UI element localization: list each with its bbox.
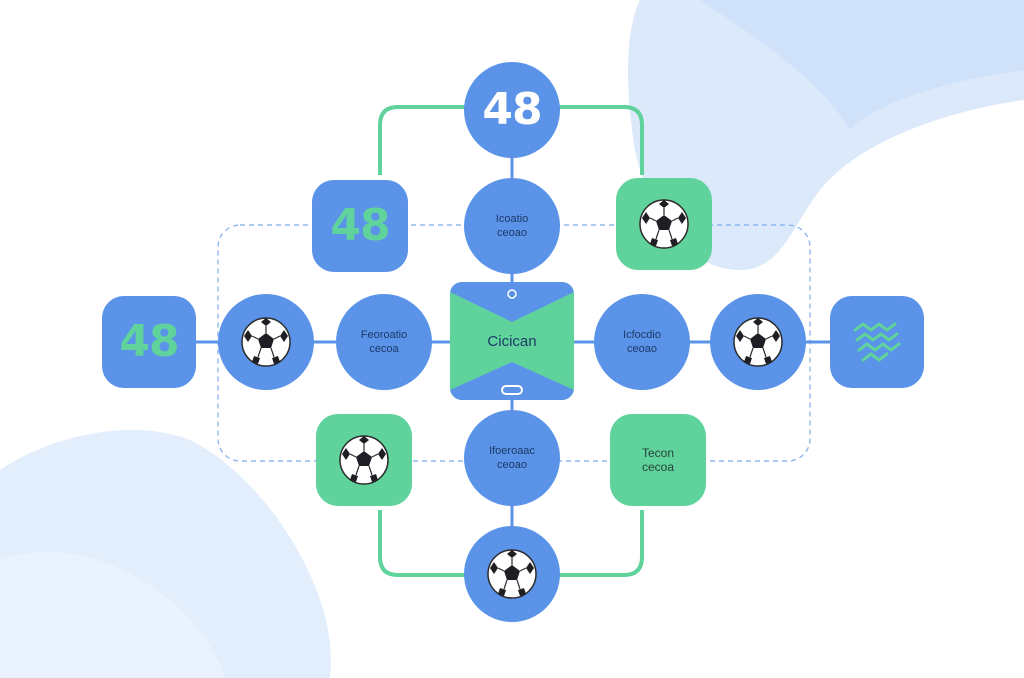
lower-left-ball-node [316, 414, 412, 506]
lower-right-label-node: Tecon cecoa [610, 414, 706, 506]
lower-right-label-line1: Tecon [641, 446, 675, 460]
center-box-node: Cicican [450, 282, 574, 400]
right-inner-label-node: Icfocdio ceoao [594, 294, 690, 390]
center-box-shading [450, 282, 574, 400]
lower-center-label-node: Ifoeroaac ceoao [464, 410, 560, 506]
upper-left-number-value: 48 [330, 200, 390, 251]
chevron-pattern-icon [853, 322, 901, 362]
top-number-value: 48 [482, 84, 542, 135]
soccer-ball-icon [732, 316, 784, 368]
upper-center-label-node: Icoatio ceoao [464, 178, 560, 274]
right-inner-label-line1: Icfocdio [623, 329, 661, 341]
center-box-label: Cicican [487, 332, 537, 350]
upper-left-number-node: 48 [312, 180, 408, 272]
far-left-number-value: 48 [119, 316, 179, 367]
left-inner-label-line1: Feoroatio [360, 329, 408, 341]
top-number-node: 48 [464, 62, 560, 158]
soccer-ball-icon [486, 548, 538, 600]
soccer-ball-icon [240, 316, 292, 368]
lower-right-label-line2: cecoa [641, 460, 675, 474]
left-inner-label-node: Feoroatio cecoa [336, 294, 432, 390]
upper-center-label-line1: Icoatio [495, 213, 529, 225]
soccer-ball-icon [338, 434, 390, 486]
soccer-ball-icon [638, 198, 690, 250]
far-right-pattern-node [830, 296, 924, 388]
far-left-number-node: 48 [102, 296, 196, 388]
left-inner-ball-node [218, 294, 314, 390]
left-inner-label-line2: cecoa [369, 343, 399, 355]
bottom-ball-node [464, 526, 560, 622]
right-inner-ball-node [710, 294, 806, 390]
background-blob-bottom-left-inner [0, 552, 225, 678]
background-blob-top-right-inner [700, 0, 1024, 130]
lower-center-label-line2: ceoao [497, 459, 527, 471]
lower-center-label-line1: Ifoeroaac [489, 445, 535, 457]
upper-right-ball-node [616, 178, 712, 270]
upper-center-label-line2: ceoao [497, 227, 527, 239]
right-inner-label-line2: ceoao [627, 343, 657, 355]
